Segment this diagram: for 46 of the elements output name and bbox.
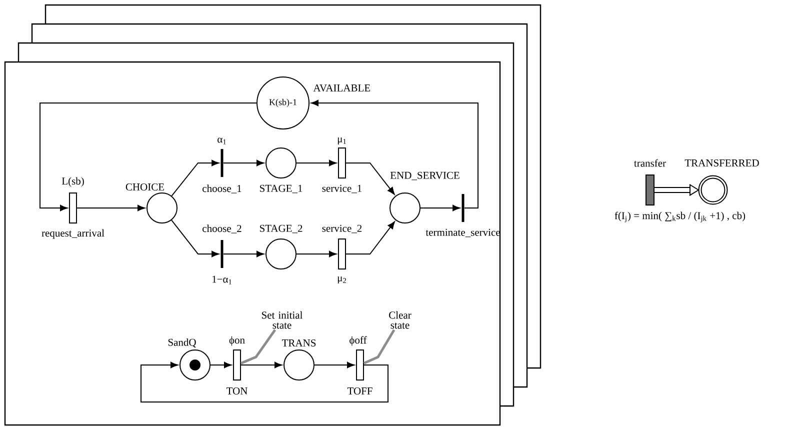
- arrow: [171, 160, 220, 196]
- rate-label: α$_{1}$: [218, 138, 226, 144]
- place-label: service_2: [322, 224, 362, 234]
- arrow: [311, 100, 478, 208]
- place-label: STAGE_1: [260, 184, 302, 194]
- note-text: Set initial state: [262, 311, 302, 329]
- arrow: [210, 362, 232, 368]
- place-label: AVAILABLE: [313, 84, 370, 92]
- rate-label: L(sb): [62, 177, 84, 187]
- arrow: [222, 160, 264, 166]
- formula-text: f(I$_{j}$) = min( ∑$_{k}$sb / (I$_{jk}$ +1) , cb): [614, 212, 746, 222]
- arrow: [240, 362, 282, 368]
- place-label: request_arrival: [42, 229, 104, 239]
- place-label: STAGE_2: [260, 224, 302, 234]
- place-label: service_1: [322, 184, 362, 194]
- place-label: transfer: [634, 159, 666, 167]
- rate-label: ϕoff: [350, 336, 367, 346]
- arrow: [314, 362, 355, 368]
- rate-label: μ$_{1}$: [338, 137, 346, 145]
- place-label: SandQ: [168, 338, 196, 348]
- note-text: Clear state: [389, 311, 412, 329]
- arrow: [40, 102, 257, 212]
- place-label: terminate_service: [426, 228, 500, 238]
- rate-label: 1−α$_{1}$: [212, 276, 232, 284]
- arrow: [346, 221, 395, 254]
- arrow: [420, 204, 460, 212]
- place-label: TOFF: [347, 387, 372, 395]
- place-label: choose_2: [202, 224, 242, 234]
- place-label: TON: [226, 387, 248, 395]
- rate-label: μ$_{2}$: [338, 276, 346, 284]
- leader-line: [240, 329, 276, 364]
- arrow: [296, 250, 337, 258]
- arrow: [76, 204, 146, 212]
- marking-text: K(sb)-1: [269, 98, 296, 108]
- arrow: [296, 160, 337, 166]
- place-label: TRANSFERRED: [684, 159, 759, 167]
- place-label: choose_1: [202, 184, 242, 194]
- arrow: [222, 250, 264, 258]
- rate-label: ϕon: [229, 336, 245, 346]
- place-label: CHOICE: [126, 183, 164, 191]
- place-label: END_SERVICE: [390, 172, 460, 180]
- place-label: TRANS: [282, 339, 316, 347]
- arrow: [346, 162, 395, 195]
- arrow: [140, 362, 388, 402]
- arrow: [171, 220, 220, 258]
- leader-line: [364, 329, 396, 364]
